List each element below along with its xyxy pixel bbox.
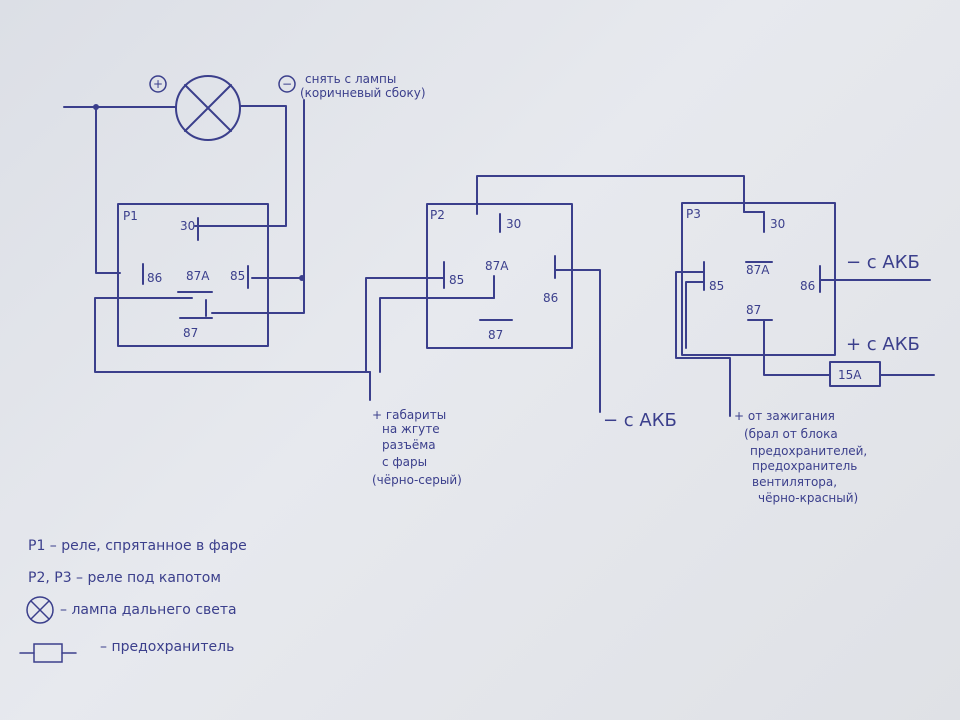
relay-p1-label: P1 (123, 209, 138, 223)
relay-p1-pin-87: 87 (183, 326, 198, 340)
p2-87a-wire (379, 297, 495, 373)
minus-akb-p2-label: − с АКБ (603, 410, 677, 431)
relay-p3-label: P3 (686, 207, 701, 221)
svg-text:+ от зажигания: + от зажигания (734, 409, 835, 423)
legend-p1: P1 – реле, спрятанное в фаре (28, 538, 247, 554)
p2-85-wire (365, 277, 445, 373)
svg-text:−: − (282, 77, 292, 91)
legend-fuse-symbol (19, 643, 77, 663)
p3-87-wire (763, 319, 831, 376)
relay-p2-pin-87a: 87А (485, 259, 509, 273)
relay-p2-pin-86: 86 (543, 291, 558, 305)
relay-p1-pin-87a: 87А (186, 269, 210, 283)
lamp-note-line2: (коричневый сбоку) (300, 86, 426, 100)
svg-text:вентилятора,: вентилятора, (752, 475, 837, 489)
relay-p3: P3 30 85 87А 86 87 (681, 202, 836, 356)
lamp-minus-marker: − (278, 75, 296, 93)
p1-86-wire (95, 106, 121, 274)
svg-text:+ габариты: + габариты (372, 408, 446, 422)
lamp-minus-wire (194, 105, 287, 227)
svg-text:с фары: с фары (382, 455, 427, 469)
svg-text:(брал от блока: (брал от блока (744, 427, 838, 441)
relay-p3-pin-87a: 87А (746, 263, 770, 277)
minus-akb-right-label: − с АКБ (846, 252, 920, 273)
relay-p3-pin-86: 86 (800, 279, 815, 293)
svg-text:чёрно-красный): чёрно-красный) (758, 491, 858, 505)
lamp-note-line1: снять с лампы (305, 72, 396, 86)
lamp-symbol (175, 75, 241, 141)
p1-87a-wire (94, 297, 371, 373)
relay-p2-pin-30: 30 (506, 217, 521, 231)
p2-30-to-p3-30-wire (476, 175, 745, 215)
relay-p1-pin-86: 86 (147, 271, 162, 285)
legend-lamp-symbol (26, 596, 54, 624)
relay-p2-label: P2 (430, 208, 445, 222)
relay-p2: P2 30 85 87А 86 87 (426, 203, 573, 349)
legend-fuse: – предохранитель (100, 639, 234, 655)
svg-text:(чёрно-серый): (чёрно-серый) (372, 473, 462, 487)
p2-86-wire (554, 269, 601, 413)
p1-87-feed-wire (211, 99, 305, 314)
relay-p2-pin-85: 85 (449, 273, 464, 287)
ignition-note: + от зажигания (брал от блока предохрани… (734, 409, 867, 505)
gabarity-note: + габариты на жгуте разъёма с фары (чёрн… (372, 408, 462, 487)
relay-p3-pin-30: 30 (770, 217, 785, 231)
p3-85-alt-wire (685, 281, 705, 349)
legend-p23: P2, P3 – реле под капотом (28, 570, 221, 586)
fuse-label: 15А (838, 368, 862, 382)
relay-p2-pin-87: 87 (488, 328, 503, 342)
wire-junction (299, 275, 305, 281)
svg-text:предохранитель: предохранитель (752, 459, 857, 473)
relay-p3-pin-85: 85 (709, 279, 724, 293)
relay-p1-pin-30: 30 (180, 219, 195, 233)
legend-lamp: – лампа дальнего света (60, 602, 237, 618)
lamp-plus-marker: + (149, 75, 167, 93)
svg-text:на жгуте: на жгуте (382, 422, 440, 436)
svg-text:+: + (153, 77, 163, 91)
relay-p1: P1 30 86 87А 85 87 (117, 203, 269, 347)
fuse-symbol: 15А (829, 361, 881, 387)
relay-p1-pin-85: 85 (230, 269, 245, 283)
plus-akb-right-label: + с АКБ (846, 334, 920, 355)
p3-85-ignition-wire (675, 271, 731, 417)
svg-text:предохранителей,: предохранителей, (750, 444, 867, 458)
svg-text:разъёма: разъёма (382, 438, 436, 452)
relay-p3-pin-87: 87 (746, 303, 761, 317)
